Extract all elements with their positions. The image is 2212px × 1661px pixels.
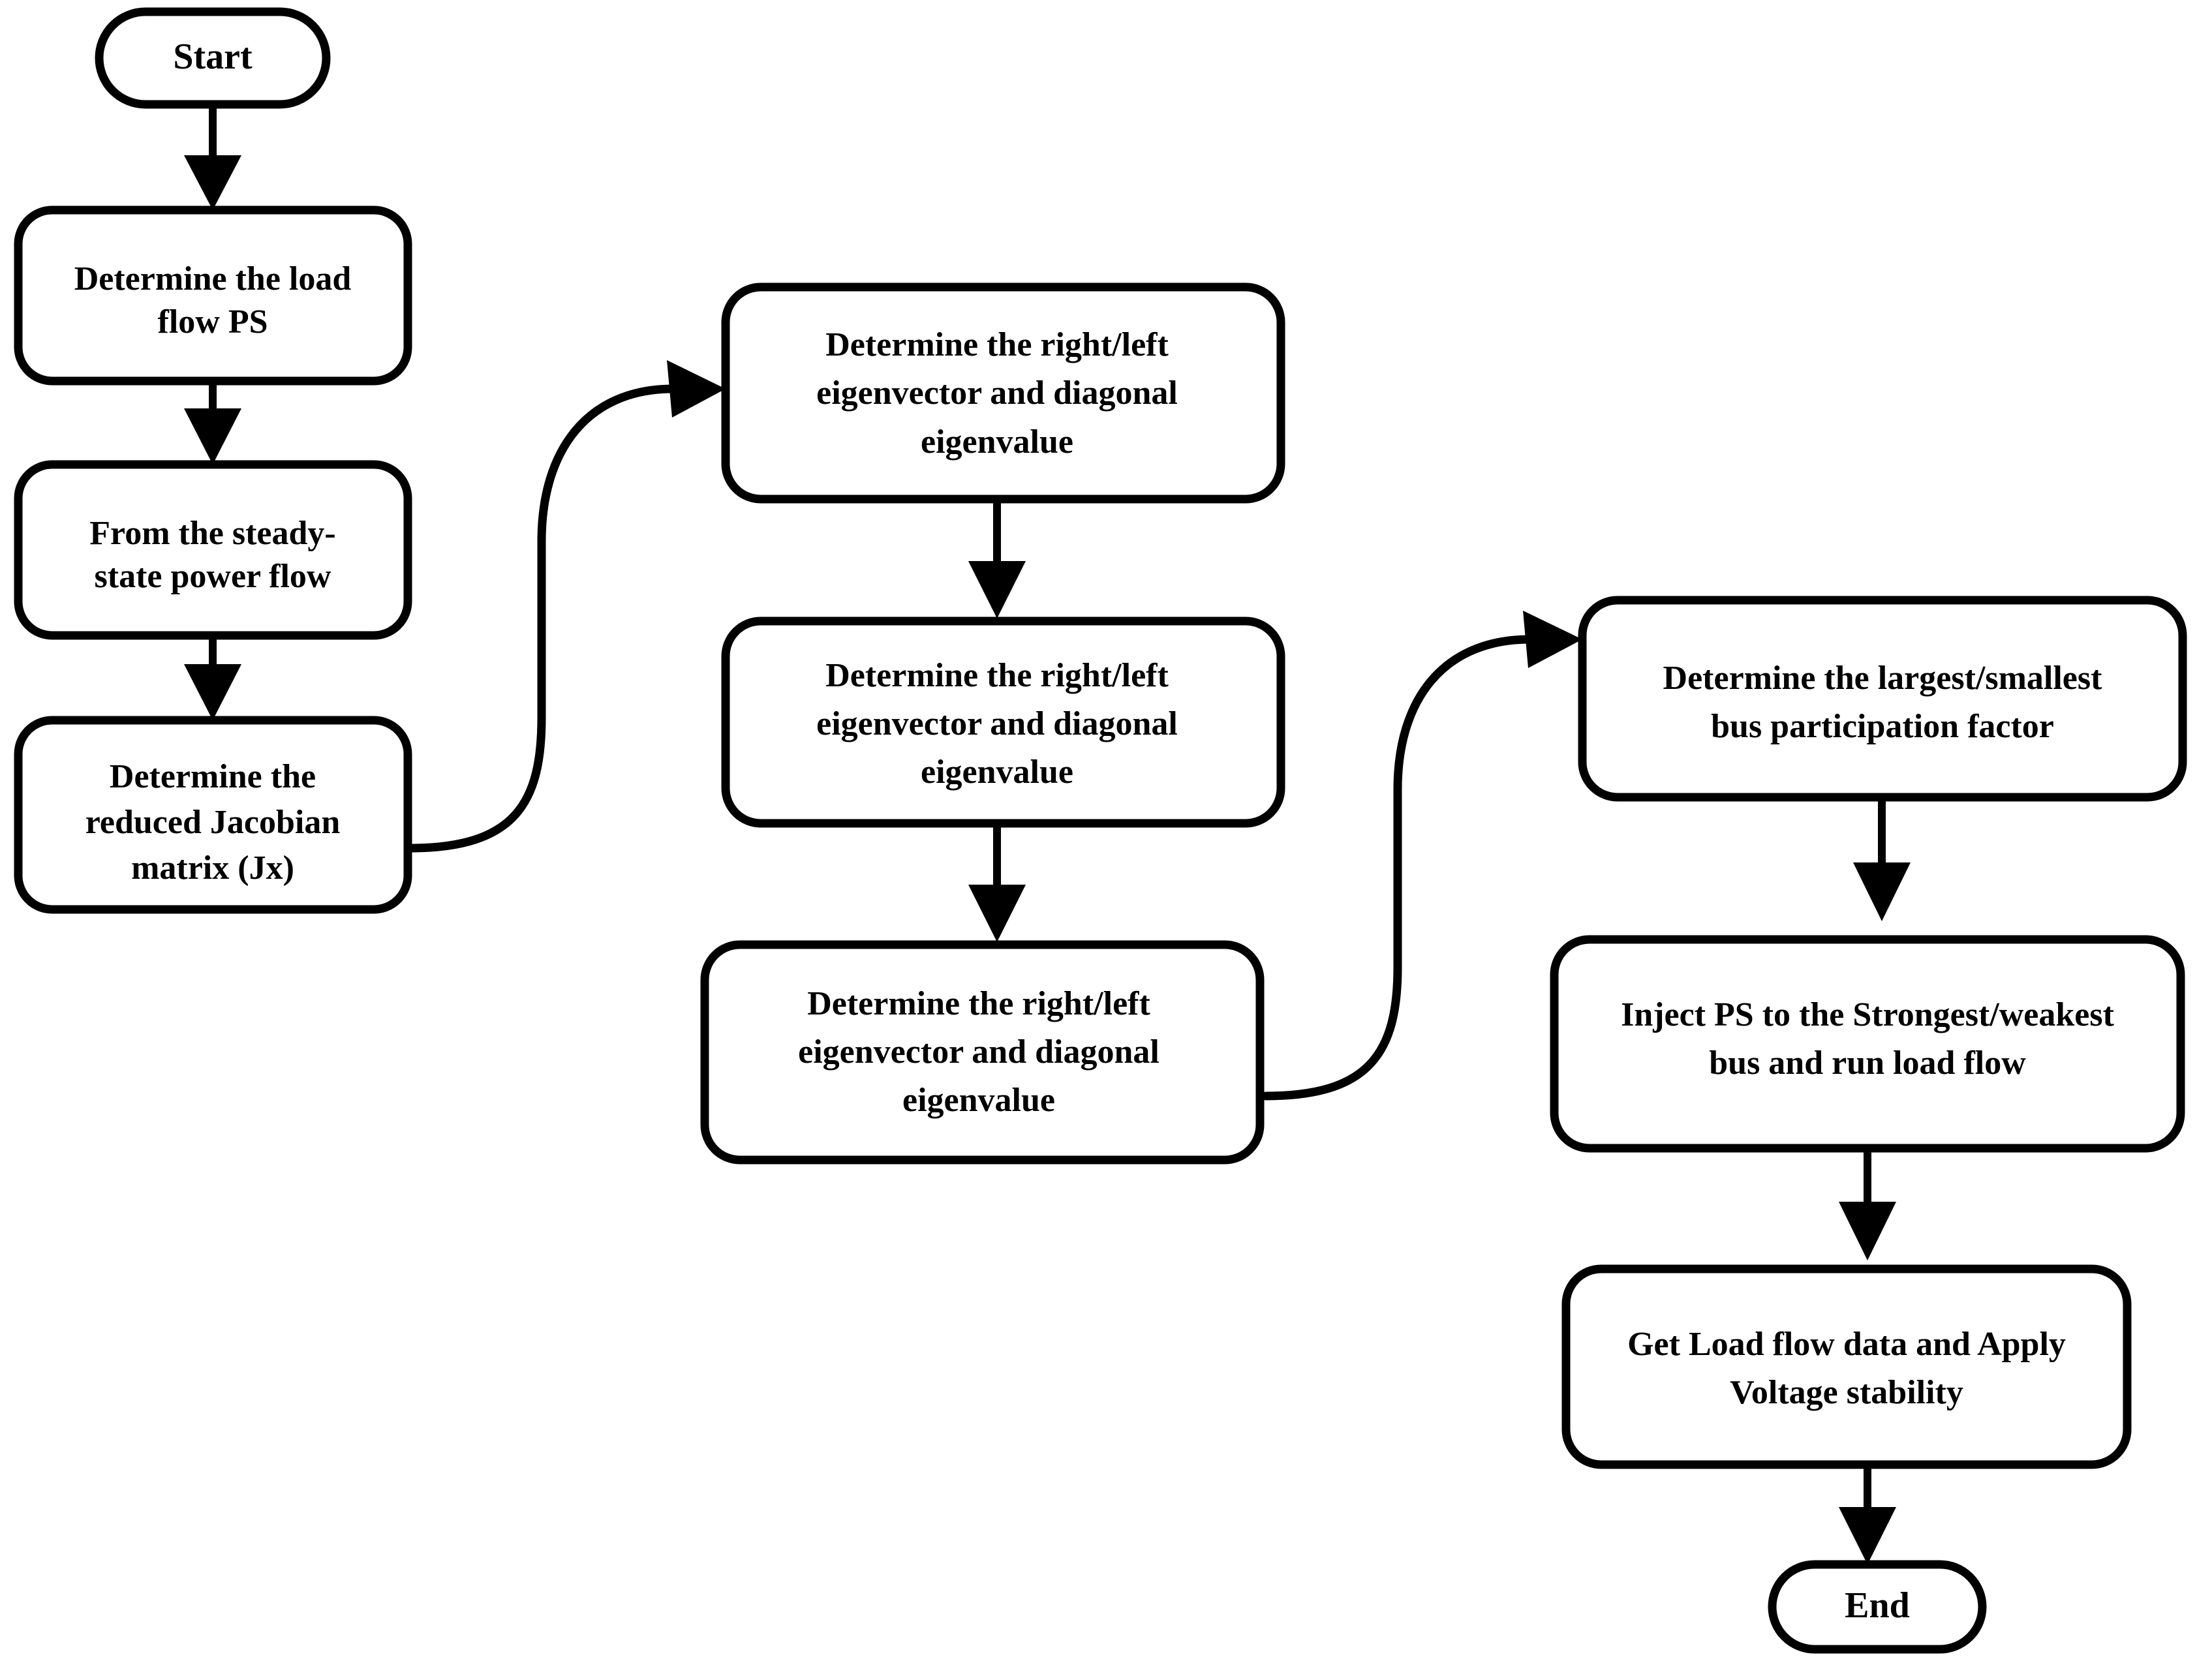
edge-start-to-load-flow xyxy=(184,104,241,210)
eigen-1-label-line2: eigenvector and diagonal xyxy=(816,374,1178,412)
edge-eigen2-to-eigen3 xyxy=(968,823,1026,942)
edge-participation-to-inject xyxy=(1853,797,1911,921)
node-eigen-1[interactable]: Determine the right/left eigenvector and… xyxy=(721,282,1285,504)
node-load-flow[interactable]: Determine the load flow PS xyxy=(14,206,412,386)
start-label: Start xyxy=(173,37,253,77)
node-voltage-stability[interactable]: Get Load flow data and Apply Voltage sta… xyxy=(1561,1264,2132,1469)
load-flow-shape xyxy=(14,206,412,386)
node-eigen-3[interactable]: Determine the right/left eigenvector and… xyxy=(700,940,1265,1165)
eigen-1-label-line3: eigenvalue xyxy=(921,423,1073,461)
voltage-stability-label-line1: Get Load flow data and Apply xyxy=(1627,1326,2066,1363)
jacobian-label-line2: reduced Jacobian xyxy=(85,804,341,841)
node-eigen-2[interactable]: Determine the right/left eigenvector and… xyxy=(721,617,1285,828)
steady-state-label-line2: state power flow xyxy=(95,558,331,595)
node-inject[interactable]: Inject PS to the Strongest/weakest bus a… xyxy=(1550,935,2185,1153)
edge-load-flow-to-steady-state xyxy=(184,380,241,465)
jacobian-shape xyxy=(14,716,412,914)
edge-eigen1-to-eigen2 xyxy=(968,499,1026,618)
voltage-stability-label-line2: Voltage stability xyxy=(1730,1374,1963,1411)
eigen-2-label-line1: Determine the right/left xyxy=(825,657,1169,694)
edge-voltage-stability-to-end xyxy=(1839,1465,1896,1564)
node-jacobian[interactable]: Determine the reduced Jacobian matrix (J… xyxy=(14,716,412,914)
inject-label-line2: bus and run load flow xyxy=(1709,1044,2026,1082)
load-flow-label-line2: flow PS xyxy=(158,303,268,341)
eigen-2-shape xyxy=(721,617,1285,828)
edge-jacobian-to-eigen1 xyxy=(405,360,726,853)
node-participation[interactable]: Determine the largest/smallest bus parti… xyxy=(1578,596,2187,802)
inject-shape xyxy=(1550,935,2185,1153)
steady-state-label-line1: From the steady- xyxy=(89,515,335,552)
start-shape xyxy=(95,7,331,109)
eigen-2-label-line3: eigenvalue xyxy=(921,754,1073,791)
participation-label-line1: Determine the largest/smallest xyxy=(1663,660,2103,697)
eigen-2-label-line2: eigenvector and diagonal xyxy=(816,705,1178,742)
participation-label-line2: bus participation factor xyxy=(1711,708,2054,745)
load-flow-label-line1: Determine the load xyxy=(74,260,352,297)
eigen-1-label-line1: Determine the right/left xyxy=(825,326,1169,363)
jacobian-label-line1: Determine the xyxy=(110,758,316,795)
eigen-1-shape xyxy=(721,282,1285,504)
steady-state-shape xyxy=(14,460,412,640)
inject-label-line1: Inject PS to the Strongest/weakest xyxy=(1621,996,2115,1033)
eigen-3-label-line2: eigenvector and diagonal xyxy=(798,1033,1160,1071)
eigen-3-label-line3: eigenvalue xyxy=(902,1082,1055,1119)
participation-shape xyxy=(1578,596,2187,802)
jacobian-label-line3: matrix (Jx) xyxy=(131,849,294,887)
end-label: End xyxy=(1845,1585,1910,1626)
node-start[interactable]: Start xyxy=(95,7,331,109)
edge-steady-state-to-jacobian xyxy=(184,635,241,720)
eigen-3-label-line1: Determine the right/left xyxy=(807,985,1150,1022)
node-steady-state[interactable]: From the steady- state power flow xyxy=(14,460,412,640)
eigen-3-shape xyxy=(700,940,1265,1165)
voltage-stability-shape xyxy=(1561,1264,2132,1469)
edge-inject-to-voltage-stability xyxy=(1839,1148,1896,1260)
end-shape xyxy=(1768,1560,1987,1654)
edge-eigen3-to-participation xyxy=(1261,611,1582,1101)
node-end[interactable]: End xyxy=(1768,1560,1987,1654)
